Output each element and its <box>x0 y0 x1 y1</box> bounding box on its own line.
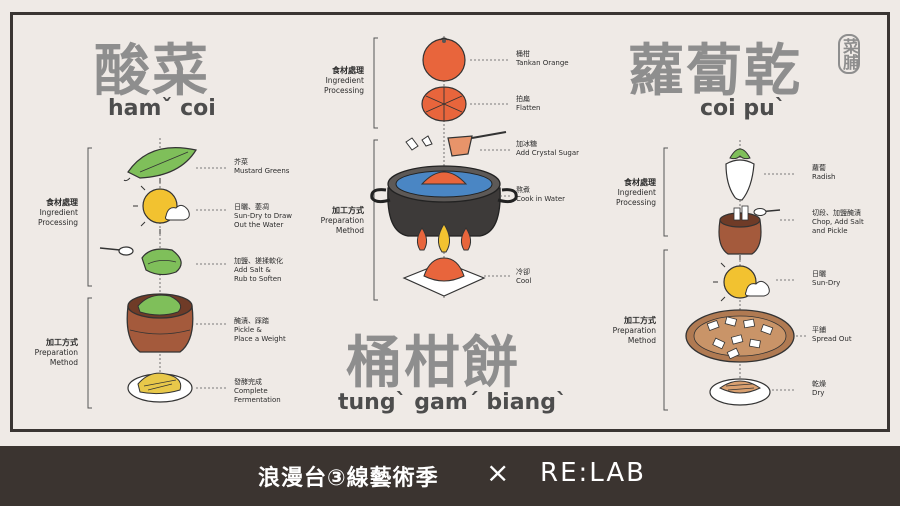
crystal-sugar-ladle-icon <box>405 131 507 157</box>
footer-bar: 浪漫台③線藝術季 × RE:LAB <box>0 446 900 506</box>
flattened-orange-icon <box>421 86 467 122</box>
tankan-orange-icon <box>422 37 466 82</box>
cooling-tray-icon <box>402 257 486 297</box>
right-romanization: coi puˋ <box>700 96 786 121</box>
middle-title: 桶柑餅 <box>346 331 520 396</box>
fermented-greens-plate-icon <box>127 372 193 403</box>
salt-spoon-icon <box>99 246 134 256</box>
flame-icon <box>416 223 472 253</box>
relab-logo: RE:LAB <box>540 458 646 488</box>
radish-icon <box>725 148 755 201</box>
right-ingredient-section: 食材處理 Ingredient Processing <box>615 178 656 207</box>
illustration-layer <box>87 36 806 411</box>
festival-logo: 浪漫台③線藝術季 <box>258 466 439 491</box>
middle-ingredient-section: 食材處理 Ingredient Processing <box>323 66 364 95</box>
mustard-greens-icon <box>123 147 197 182</box>
radish-pickle-jar-icon <box>718 205 781 255</box>
left-ingredient-section: 食材處理 Ingredient Processing <box>37 198 78 227</box>
left-method-section: 加工方式 Preparation Method <box>34 338 78 367</box>
middle-romanization: tungˋ gamˊ biangˋ <box>338 390 567 415</box>
left-title: 酸菜 <box>94 39 210 104</box>
right-method-section: 加工方式 Preparation Method <box>612 316 656 345</box>
left-romanization: hamˇ coi <box>108 96 216 121</box>
cooking-pot-icon <box>370 165 518 237</box>
dried-radish-plate-icon <box>709 378 771 406</box>
middle-method-section: 加工方式 Preparation Method <box>320 206 364 235</box>
softened-greens-icon <box>141 248 182 276</box>
right-subtitle: 菜脯 <box>838 34 860 74</box>
drying-tray-icon <box>685 309 795 363</box>
sun-icon <box>713 255 770 302</box>
pickling-jar-icon <box>126 293 194 353</box>
sun-icon <box>133 178 190 234</box>
collaboration-times: × <box>486 456 510 489</box>
right-title: 蘿蔔乾 <box>628 39 802 104</box>
